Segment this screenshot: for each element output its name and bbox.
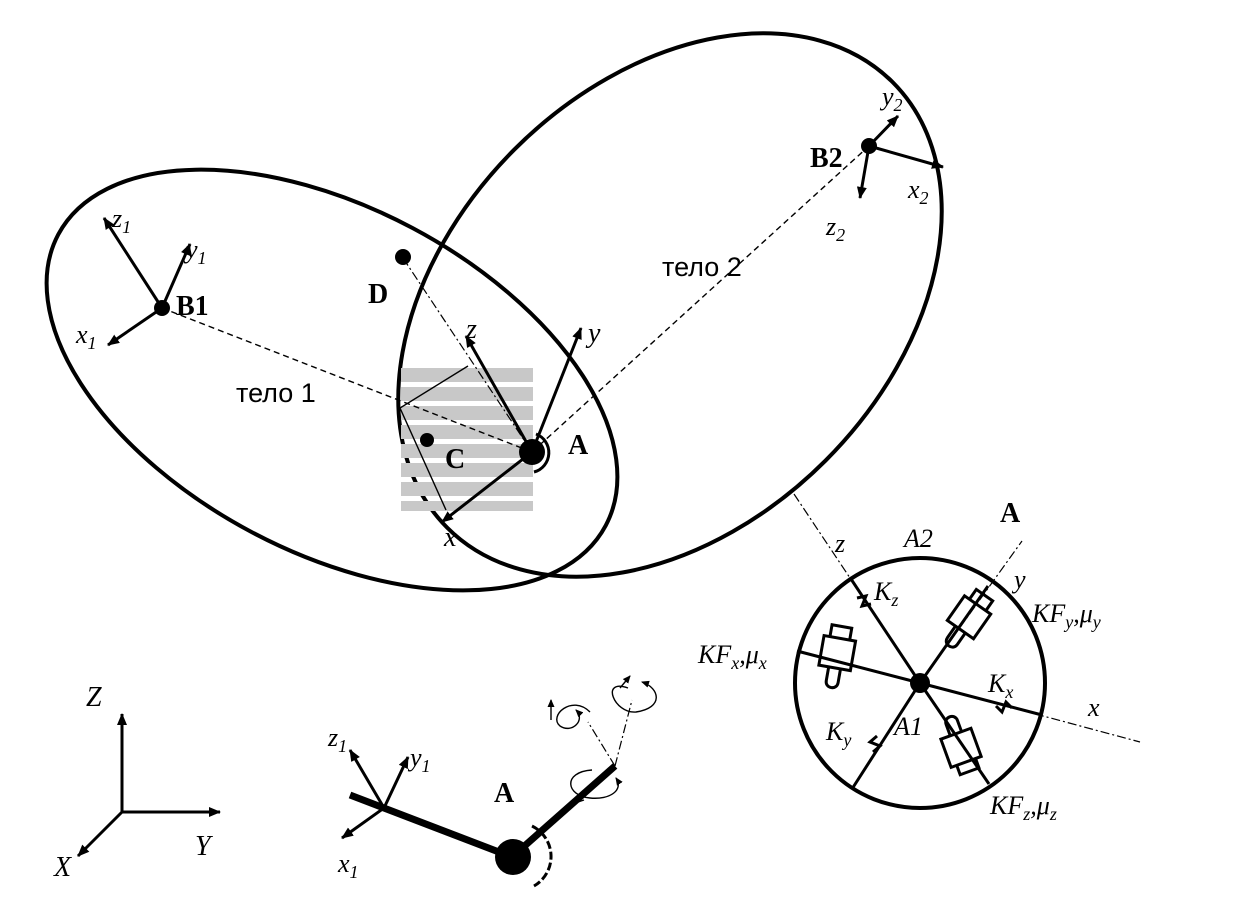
label-joint-x1: x1 bbox=[337, 849, 359, 882]
axis-x-arrow bbox=[441, 450, 533, 524]
label-d: D bbox=[368, 279, 388, 310]
label-axis-x: x bbox=[443, 522, 457, 553]
label-detail-z: z bbox=[834, 529, 845, 558]
label-b1: B1 bbox=[176, 291, 209, 322]
axis-z1-arrow bbox=[102, 217, 164, 309]
label-global-z: Z bbox=[86, 682, 102, 713]
body-2-axis-line bbox=[531, 145, 870, 453]
label-kfz-mu-z: KFz,μz bbox=[989, 791, 1057, 824]
label-detail-y: y bbox=[1011, 565, 1026, 594]
label-global-x: X bbox=[53, 852, 72, 883]
axis-x2-arrow bbox=[868, 144, 944, 169]
label-kx: Kx bbox=[987, 669, 1013, 702]
point-c bbox=[420, 433, 434, 447]
label-detail-x: x bbox=[1087, 693, 1100, 722]
label-axis-y2: y2 bbox=[879, 82, 903, 115]
label-axis-x1: x1 bbox=[75, 320, 97, 353]
axis-x1-arrow bbox=[107, 306, 163, 347]
label-detail-a2: A2 bbox=[902, 524, 933, 553]
joint-frame-outline bbox=[399, 365, 469, 511]
label-detail-a1: A1 bbox=[892, 712, 923, 741]
joint-sketch bbox=[341, 675, 657, 888]
label-axis-z: z bbox=[465, 314, 477, 345]
label-kfx-mu-x: KFx,μx bbox=[697, 640, 767, 673]
label-b2: B2 bbox=[810, 143, 843, 174]
label-axis-y: y bbox=[585, 318, 601, 349]
global-frame bbox=[76, 713, 221, 858]
point-a-hinge-arc bbox=[533, 432, 551, 474]
label-c: C bbox=[445, 444, 465, 475]
label-ky: Ky bbox=[825, 717, 851, 750]
label-axis-x2: x2 bbox=[907, 175, 929, 208]
body-1-ellipse bbox=[44, 167, 620, 593]
body-1-axis-line bbox=[161, 307, 533, 453]
label-body-2: тело 2 bbox=[662, 252, 742, 282]
label-body-1: тело 1 bbox=[236, 378, 316, 408]
joint-hatch-region bbox=[401, 368, 533, 511]
body-2-ellipse bbox=[396, 31, 944, 579]
point-d-line bbox=[402, 257, 533, 453]
axis-z2-arrow bbox=[856, 145, 871, 199]
axis-z-arrow bbox=[464, 335, 534, 453]
label-kfy-mu-y: KFy,μy bbox=[1031, 599, 1101, 632]
joint-detail bbox=[793, 493, 1141, 810]
label-a: A bbox=[568, 430, 589, 461]
label-axis-z1: z1 bbox=[111, 204, 131, 237]
label-axis-y1: y1 bbox=[183, 235, 207, 268]
axis-y-arrow bbox=[530, 327, 583, 453]
label-global-y: Y bbox=[195, 831, 214, 862]
label-detail-a: A bbox=[1000, 498, 1021, 529]
label-joint-y1: y1 bbox=[407, 743, 431, 776]
axis-y2-arrow bbox=[867, 114, 900, 148]
label-kz: Kz bbox=[873, 577, 898, 610]
point-d bbox=[395, 249, 411, 265]
label-joint-a: A bbox=[494, 778, 515, 809]
label-axis-z2: z2 bbox=[825, 212, 845, 245]
axis-y1-arrow bbox=[160, 243, 192, 309]
label-joint-z1: z1 bbox=[327, 723, 347, 756]
